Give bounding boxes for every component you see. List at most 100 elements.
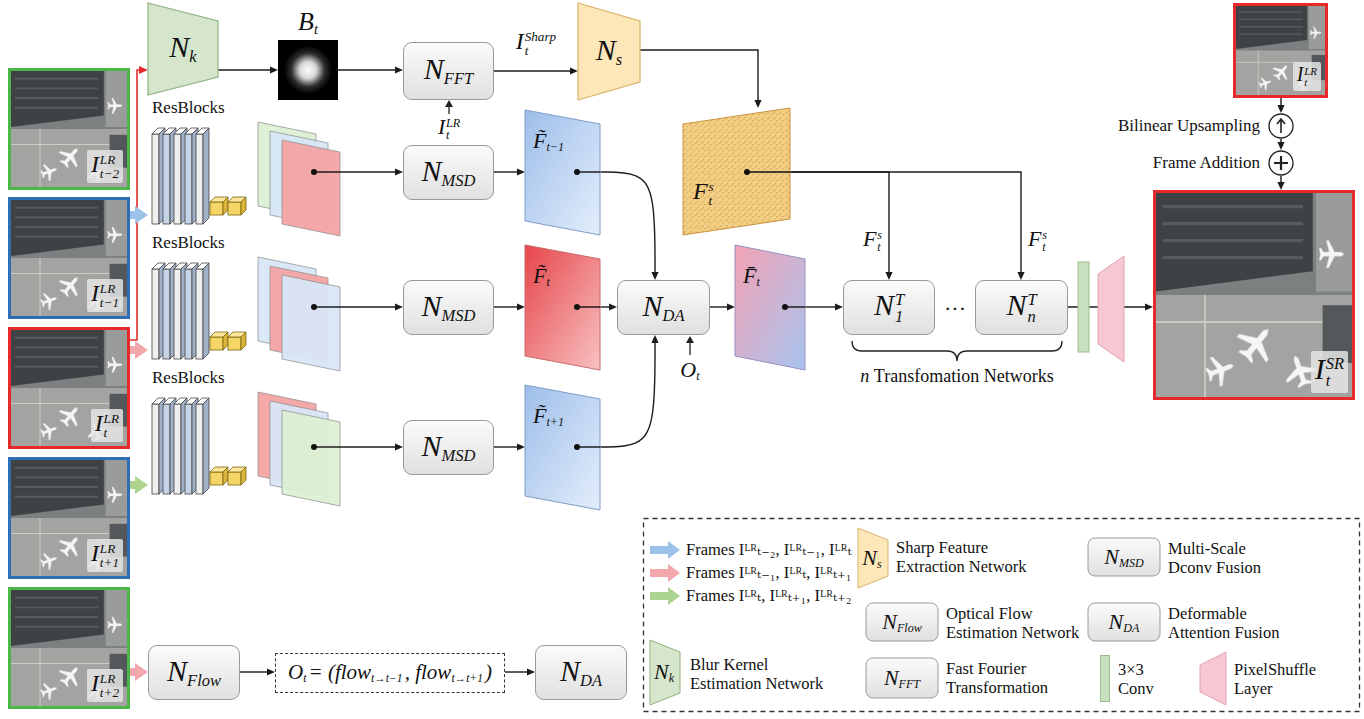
diagram-label: nTransfomation Networks	[860, 366, 1053, 387]
symbol-group: N	[169, 30, 189, 63]
math-text: Nk	[169, 32, 196, 65]
symbol-text: ···	[944, 296, 966, 321]
symbol-group: F̃	[533, 128, 546, 153]
flow-arrow	[494, 306, 517, 307]
feature-link	[577, 446, 600, 447]
module-box: NMSD	[403, 280, 494, 335]
feature-dot	[782, 304, 788, 310]
math-text: Fst	[693, 179, 714, 207]
legend-swatch	[1100, 655, 1110, 702]
symbol-group: N	[1006, 288, 1026, 321]
feature-dot	[574, 169, 580, 175]
symbol-text: 1	[895, 309, 904, 326]
symbol-group: LRt−1	[100, 282, 119, 309]
symbol-group: t→t−1	[371, 672, 403, 684]
legend-text: Sharp Feature Extraction Network	[896, 538, 1027, 576]
symbol-group: I	[438, 114, 445, 139]
symbol-text: O	[288, 660, 303, 684]
operation-symbol	[1268, 113, 1294, 139]
symbol-group: F̄	[743, 263, 756, 288]
symbol-text: t	[696, 369, 699, 383]
flow-arrow	[130, 70, 139, 340]
math-text: ResBlocks	[152, 99, 225, 116]
operation-circle: Bilinear Upsampling	[1268, 113, 1294, 139]
pixelshuffle-layer	[1098, 256, 1124, 362]
math-text: Bilinear Upsampling	[1118, 117, 1260, 134]
stack-label: ResBlocks	[152, 98, 225, 118]
symbol-group: I	[1297, 63, 1304, 85]
symbol-group: t+1	[546, 415, 564, 429]
legend-entry: Frames Iᴸᴿₜ₋₂, Iᴸᴿₜ₋₁, Iᴸᴿₜ	[686, 540, 851, 559]
math-text: NMSD	[1104, 546, 1144, 569]
math-text: NDA	[1109, 611, 1140, 634]
symbol-text: t→t−1	[371, 672, 403, 684]
symbol-group: Tn	[1027, 292, 1036, 326]
diagram-label: Ot	[680, 357, 699, 383]
symbol-group: Sharpt	[525, 30, 557, 57]
feature-plane	[282, 410, 340, 506]
symbol-group: N	[1109, 609, 1124, 634]
symbol-group: t	[756, 275, 759, 289]
operator-glyph	[1277, 119, 1285, 133]
symbol-group: t→t+1	[451, 672, 483, 684]
legend-entry: Frames Iᴸᴿₜ₋₁, Iᴸᴿₜ, Iᴸᴿₜ₊₁	[686, 563, 851, 582]
symbol-group: DA	[580, 671, 602, 690]
math-text: ILRt+1	[91, 541, 119, 569]
diagram-label: Fst	[863, 226, 882, 253]
symbol-group: ···	[944, 296, 966, 321]
aerial-scene	[1156, 193, 1352, 397]
math-text: NFlow	[882, 611, 922, 634]
arrow-head	[686, 336, 694, 343]
kernel-blob	[284, 46, 332, 94]
resblock-slab	[152, 134, 159, 224]
symbol-group: F	[863, 226, 876, 251]
symbol-group: N	[560, 654, 580, 687]
symbol-group: I	[91, 670, 99, 696]
symbol-group: N	[424, 52, 444, 85]
symbol-text: Bilinear Upsampling	[1118, 116, 1260, 135]
input-frame: ILRt	[1233, 3, 1328, 98]
feature-link	[314, 171, 345, 172]
symbol-group: LRt	[104, 412, 119, 439]
symbol-group: k	[669, 671, 674, 685]
flow-arrow	[1280, 176, 1281, 182]
symbol-group: , flow	[405, 660, 452, 684]
symbol-text: O	[680, 357, 696, 382]
symbol-group: LRt+1	[100, 542, 119, 569]
symbol-group: F̃	[533, 263, 546, 288]
conv-cube	[210, 472, 223, 485]
trapezoid-outline	[578, 3, 640, 100]
legend-entry: Multi-Scale Dconv Fusion	[1168, 539, 1273, 577]
flow-arrow	[130, 211, 135, 219]
feature-map: Fst	[683, 108, 790, 235]
symbol-text: MSD	[442, 171, 476, 190]
symbol-text: FFT	[444, 69, 473, 88]
symbol-text: , flow	[405, 660, 452, 684]
trapezoid-outline	[148, 3, 218, 95]
module-box: NMSD	[403, 420, 494, 475]
aerial-scene	[11, 200, 127, 316]
symbol-group: FFT	[899, 677, 921, 691]
diagram-label: ISharpt	[516, 28, 556, 57]
symbol-text: = (flow	[308, 660, 371, 684]
symbol-group: N	[654, 659, 669, 684]
diagram-label: NMSD	[1104, 544, 1144, 570]
flow-arrow	[130, 346, 135, 354]
feature-dot	[311, 169, 317, 175]
resblock-slab	[196, 269, 203, 359]
symbol-text: t	[314, 21, 318, 37]
math-text: ILRt+2	[91, 671, 119, 699]
symbol-group: DA	[1123, 621, 1139, 635]
output-frame: ISRt	[1153, 190, 1355, 400]
symbol-text: ResBlocks	[152, 368, 225, 387]
flow-arrow	[345, 306, 395, 307]
symbol-group: Flow	[897, 621, 922, 635]
frame-label: ILRt	[91, 409, 123, 442]
diagram-label: NFlow	[882, 609, 922, 635]
symbol-group: t	[303, 672, 306, 684]
symbol-group: FFT	[444, 69, 473, 88]
symbol-group: N	[422, 289, 442, 322]
aerial-scene	[1236, 6, 1325, 95]
diagram-label: NFFT	[884, 665, 920, 691]
resblock-slab	[174, 404, 181, 494]
